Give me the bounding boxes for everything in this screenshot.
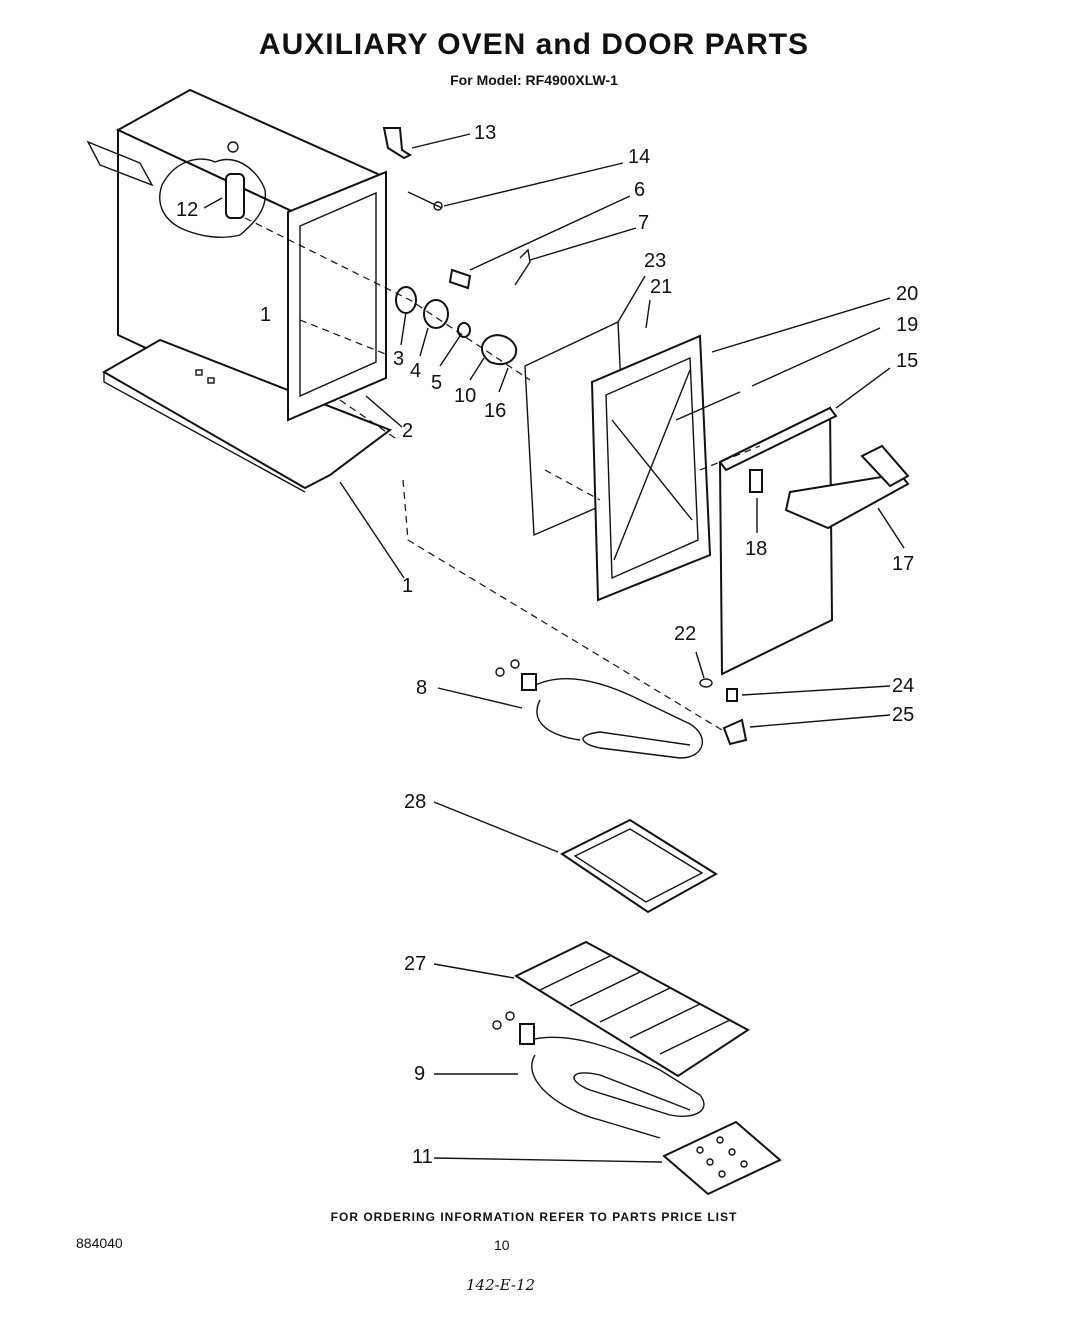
callout-leaders <box>203 133 905 1163</box>
page-title: AUXILIARY OVEN and DOOR PARTS <box>258 28 810 61</box>
callout-25: 25 <box>892 704 914 726</box>
handwritten-code: 142-E-12 <box>466 1276 536 1294</box>
callout-10: 10 <box>454 385 476 407</box>
callout-27: 27 <box>404 953 426 975</box>
callout-16: 16 <box>484 400 506 422</box>
callout-3: 3 <box>393 348 404 370</box>
callout-6: 6 <box>634 179 645 201</box>
callout-13: 13 <box>474 122 496 144</box>
callout-22: 22 <box>674 623 696 645</box>
callout-19: 19 <box>896 314 918 336</box>
oven-liner-part <box>86 88 393 493</box>
callout-1-lower: 1 <box>402 575 413 597</box>
hinge-small-parts <box>699 678 748 746</box>
callout-5: 5 <box>431 372 442 394</box>
callout-1-upper: 1 <box>260 304 271 326</box>
document-number: 884040 <box>76 1235 123 1251</box>
callout-20: 20 <box>896 283 918 305</box>
callout-15: 15 <box>896 350 918 372</box>
front-frame-part <box>287 170 387 422</box>
callout-24: 24 <box>892 675 914 697</box>
callout-4: 4 <box>410 360 421 382</box>
assembly-dashed-lines <box>244 217 761 731</box>
callout-11: 11 <box>412 1146 433 1168</box>
callout-12: 12 <box>176 199 198 221</box>
broiler-pan-part <box>560 818 718 914</box>
callout-2: 2 <box>402 420 413 442</box>
callout-8: 8 <box>416 677 427 699</box>
model-subtitle: For Model: RF4900XLW-1 <box>450 72 618 88</box>
broil-element-part <box>492 1011 705 1139</box>
callout-18: 18 <box>745 538 767 560</box>
heat-deflector-part <box>662 1120 782 1196</box>
bake-element-part <box>495 659 703 759</box>
callout-17: 17 <box>892 553 914 575</box>
callout-23: 23 <box>644 250 666 272</box>
callout-28: 28 <box>404 791 426 813</box>
inner-door-panel-part <box>590 334 712 602</box>
callout-9: 9 <box>414 1063 425 1085</box>
outer-door-part <box>675 391 910 676</box>
callout-labels: 13 14 6 7 23 21 20 19 15 17 18 22 24 25 … <box>176 122 918 1168</box>
lamp-socket-parts <box>382 127 531 366</box>
callout-21: 21 <box>650 276 672 298</box>
broil-rack-part <box>513 940 750 1078</box>
ordering-info-note: FOR ORDERING INFORMATION REFER TO PARTS … <box>330 1210 738 1224</box>
callout-14: 14 <box>628 146 650 168</box>
callout-7: 7 <box>638 212 649 234</box>
page-number: 10 <box>494 1237 510 1253</box>
